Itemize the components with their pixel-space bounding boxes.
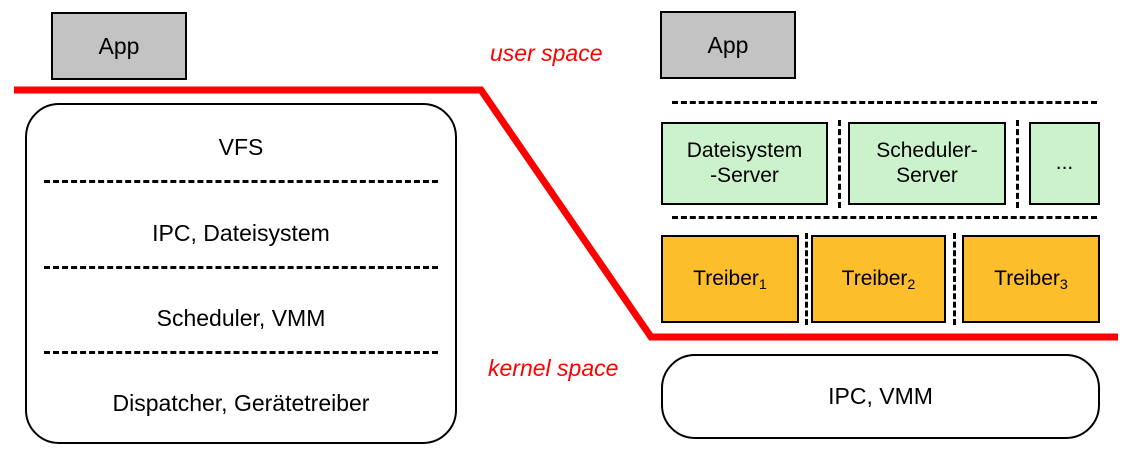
left-layer-divider-2: [44, 266, 438, 269]
left-layer-divider-3: [44, 351, 438, 354]
right-app-label: App: [707, 31, 749, 58]
server-row-top-divider: [672, 101, 1097, 104]
driver-label-1: Treiber1: [693, 266, 767, 294]
left-layer-ipc-dateisystem: IPC, Dateisystem: [152, 220, 330, 246]
driver-box-3: Treiber3: [962, 235, 1100, 323]
left-app-label: App: [98, 32, 140, 59]
server-label-ellipsis: ...: [1055, 151, 1074, 175]
server-label-line1: Scheduler-: [876, 139, 978, 163]
server-box-scheduler: Scheduler- Server: [848, 122, 1006, 205]
server-box-dateisystem: Dateisystem -Server: [661, 122, 828, 205]
microkernel-label: IPC, VMM: [828, 383, 933, 410]
left-layer-vfs: VFS: [218, 134, 264, 160]
server-row-bottom-divider: [672, 216, 1097, 219]
driver-label-2: Treiber2: [841, 266, 916, 294]
kernel-space-label: kernel space: [488, 355, 619, 381]
server-box-more: ...: [1029, 122, 1100, 205]
left-layer-divider-1: [44, 180, 438, 183]
driver-index-1: 1: [758, 277, 767, 294]
microkernel-box: IPC, VMM: [661, 354, 1100, 439]
left-layer-dispatcher-geraetetreiber: Dispatcher, Gerätetreiber: [112, 390, 370, 416]
left-app-box: App: [51, 12, 187, 80]
driver-index-2: 2: [907, 277, 916, 294]
right-app-box: App: [660, 11, 796, 79]
driver-index-3: 3: [1059, 277, 1068, 294]
driver-separator-1: [805, 233, 808, 325]
server-label-line1: Dateisystem: [686, 139, 803, 163]
server-separator-2: [1016, 120, 1019, 208]
server-separator-1: [838, 120, 841, 208]
server-label-line2: -Server: [710, 163, 779, 187]
server-label-line2: Server: [896, 163, 958, 187]
driver-box-1: Treiber1: [661, 235, 799, 323]
driver-box-2: Treiber2: [811, 235, 946, 323]
left-layer-scheduler-vmm: Scheduler, VMM: [156, 305, 326, 331]
driver-label-3: Treiber3: [994, 266, 1068, 294]
driver-separator-2: [953, 233, 956, 325]
user-space-label: user space: [490, 40, 603, 66]
